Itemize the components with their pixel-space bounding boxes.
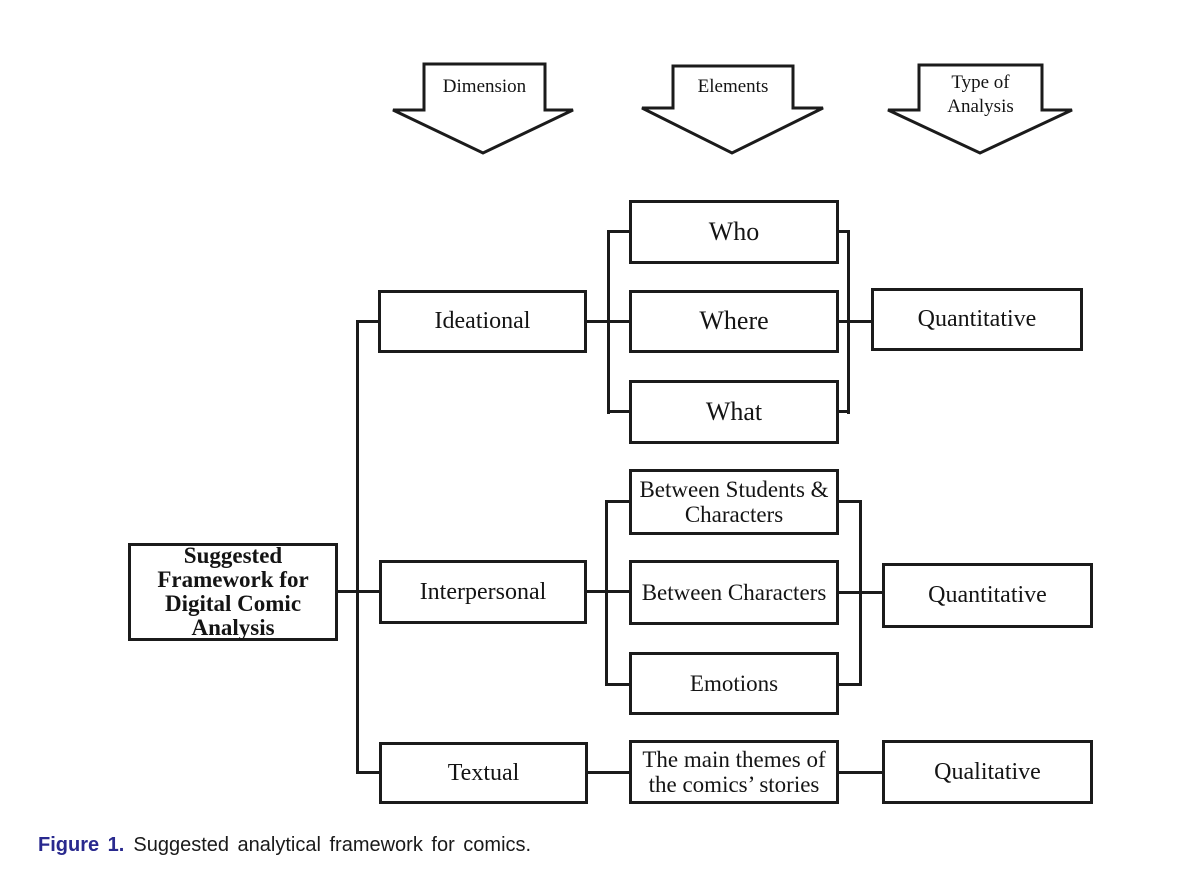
- connector-line: [605, 500, 608, 686]
- main-themes-box-line: the comics’ stories: [648, 772, 820, 797]
- down-arrow-icon: [887, 63, 1073, 155]
- qualitative-box-textual-label: Qualitative: [934, 758, 1041, 785]
- figure-caption-text: Suggested analytical framework for comic…: [133, 834, 532, 856]
- interpersonal-box-label: Interpersonal: [419, 578, 547, 605]
- interpersonal-box: Interpersonal: [379, 560, 587, 624]
- figure-caption: Figure 1. Suggested analytical framework …: [38, 834, 531, 857]
- main-themes-box: The main themes of the comics’ stories: [629, 740, 839, 804]
- connector-line: [837, 683, 861, 686]
- where-box: Where: [629, 290, 839, 353]
- connector-line: [837, 771, 884, 774]
- between-students-characters-box: Between Students & Characters: [629, 469, 839, 535]
- dimension-arrow-label: Dimension: [424, 64, 545, 110]
- textual-box: Textual: [379, 742, 588, 804]
- elements-arrow-label: Elements: [673, 66, 793, 108]
- root-box: Suggested Framework for Digital Comic An…: [128, 543, 338, 641]
- textual-box-label: Textual: [447, 759, 520, 786]
- down-arrow-icon: [392, 62, 574, 155]
- between-students-characters-box-line: Between Students &: [639, 476, 829, 502]
- between-students-characters-box-line: Characters: [684, 502, 784, 527]
- what-box: What: [629, 380, 839, 444]
- what-box-label: What: [705, 396, 763, 426]
- emotions-box-label: Emotions: [689, 670, 779, 696]
- connector-line: [605, 500, 630, 503]
- quantitative-box-ideational-label: Quantitative: [917, 306, 1037, 333]
- connector-line: [607, 410, 630, 413]
- who-box: Who: [629, 200, 839, 264]
- connector-line: [607, 230, 610, 414]
- connector-line: [586, 771, 631, 774]
- connector-line: [837, 320, 873, 323]
- quantitative-box-interpersonal: Quantitative: [882, 563, 1093, 628]
- connector-line: [356, 320, 379, 323]
- type-of-analysis-arrow-label-line: Type of: [951, 72, 1010, 93]
- main-themes-box-line: The main themes of: [642, 746, 826, 772]
- connector-line: [607, 230, 630, 233]
- type-of-analysis-arrow-label-line: Analysis: [947, 96, 1014, 117]
- connector-line: [356, 771, 380, 774]
- ideational-box: Ideational: [378, 290, 587, 353]
- root-box-line: Framework for: [157, 567, 309, 592]
- between-characters-box-label: Between Characters: [641, 579, 827, 605]
- where-box-label: Where: [699, 306, 769, 336]
- down-arrow-icon: [641, 64, 824, 155]
- between-characters-box: Between Characters: [629, 560, 839, 625]
- connector-line: [837, 410, 849, 413]
- ideational-box-label: Ideational: [434, 308, 531, 335]
- who-box-label: Who: [708, 216, 760, 246]
- emotions-box: Emotions: [629, 652, 839, 715]
- connector-line: [837, 500, 861, 503]
- type-of-analysis-arrow-label: Type of Analysis: [919, 70, 1042, 120]
- dimension-arrow-label-line: Dimension: [442, 76, 527, 97]
- quantitative-box-ideational: Quantitative: [871, 288, 1083, 351]
- connector-line: [356, 320, 359, 774]
- connector-line: [837, 591, 884, 594]
- root-box-line: Digital Comic: [164, 591, 302, 616]
- root-box-line: Analysis: [191, 615, 275, 640]
- quantitative-box-interpersonal-label: Quantitative: [928, 582, 1047, 609]
- connector-line: [837, 230, 849, 233]
- root-box-line: Suggested: [183, 543, 283, 568]
- elements-arrow-label-line: Elements: [697, 76, 769, 97]
- qualitative-box-textual: Qualitative: [882, 740, 1093, 804]
- figure-caption-label: Figure 1.: [38, 834, 125, 856]
- connector-line: [605, 683, 630, 686]
